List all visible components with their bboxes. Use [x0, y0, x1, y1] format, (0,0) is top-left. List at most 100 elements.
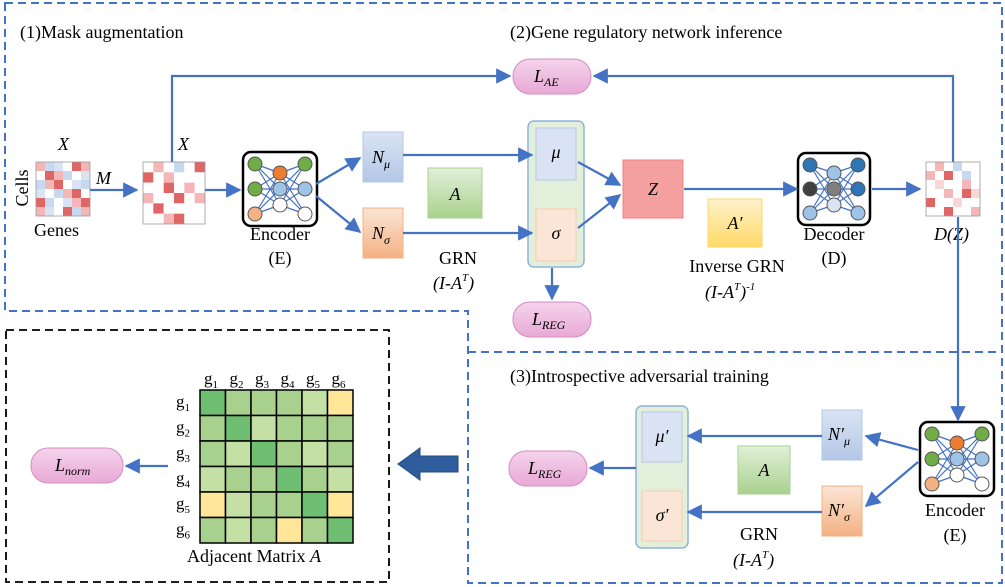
- heat-cell: [926, 171, 935, 180]
- dz-label: D(Z): [933, 224, 969, 245]
- heat-cell: [962, 171, 971, 180]
- matrix-cell: [250, 516, 278, 544]
- loss-reg-label: LREG: [531, 309, 566, 332]
- heat-cell: [184, 213, 195, 224]
- adv-n-mu-label: N′μ: [827, 424, 850, 448]
- heat-cell: [72, 189, 81, 198]
- section-border: [4, 2, 1003, 584]
- matrix-cell: [250, 491, 278, 519]
- heat-cell: [163, 193, 174, 204]
- heat-cell: [194, 162, 205, 173]
- heat-cell: [45, 162, 54, 171]
- arrow-enc-nmu: [315, 157, 362, 185]
- heat-cell: [63, 198, 72, 207]
- matrix-col-label: g1: [204, 369, 218, 391]
- heat-cell: [143, 162, 154, 173]
- heat-cell: [63, 180, 72, 189]
- matrix-cell: [301, 516, 329, 544]
- arrow-sigma-z: [577, 194, 622, 229]
- grn-label-line1: GRN: [439, 248, 477, 268]
- loss-norm-label: Lnorm: [54, 455, 91, 478]
- adv-encoder-label: Encoder: [925, 500, 985, 520]
- input-matrix: [35, 161, 91, 217]
- heat-cell: [36, 198, 45, 207]
- matrix-cell: [199, 465, 227, 493]
- decoder-abbr: (D): [822, 248, 847, 269]
- heat-cell: [143, 193, 154, 204]
- heat-cell: [194, 203, 205, 214]
- matrix-cell: [224, 516, 252, 544]
- heat-cell: [953, 171, 962, 180]
- heat-cell: [81, 162, 90, 171]
- matrix-cell: [301, 440, 329, 468]
- matrix-col-label: g4: [281, 369, 296, 391]
- heat-cell: [962, 198, 971, 207]
- heat-cell: [153, 182, 164, 193]
- heat-cell: [944, 162, 953, 171]
- heat-cell: [184, 193, 195, 204]
- network-node: [272, 165, 288, 181]
- a-prime-label: A′: [727, 213, 744, 233]
- heat-cell: [184, 162, 195, 173]
- matrix-panel: [5, 329, 390, 583]
- adv-mu-box: [641, 411, 683, 463]
- matrix-cell: [326, 440, 354, 468]
- matrix-cell: [275, 465, 303, 493]
- heat-cell: [184, 172, 195, 183]
- matrix-col-label: g5: [306, 369, 321, 391]
- matrix-cell: [301, 491, 329, 519]
- heat-cell: [926, 180, 935, 189]
- network-node: [850, 157, 866, 173]
- a-prime-box: [707, 198, 763, 248]
- heat-cell: [926, 198, 935, 207]
- matrix-cell: [250, 465, 278, 493]
- matrix-row-label: g5: [176, 494, 191, 516]
- heat-cell: [153, 162, 164, 173]
- heat-cell: [45, 180, 54, 189]
- adv-mu-label: μ′: [655, 426, 670, 446]
- encoder-abbr: (E): [269, 248, 292, 269]
- network-node: [924, 426, 940, 442]
- network-node: [297, 181, 313, 197]
- network-node: [247, 181, 263, 197]
- heat-cell: [81, 180, 90, 189]
- heat-cell: [174, 182, 185, 193]
- arrow-enc2-nmu: [864, 432, 919, 452]
- network-node: [949, 467, 965, 483]
- heat-border: [142, 161, 206, 225]
- loss-reg2-label: LREG: [527, 458, 562, 481]
- heat-cell: [174, 203, 185, 214]
- masked-matrix: [142, 161, 206, 225]
- a-label: A: [449, 184, 462, 204]
- network-node: [949, 435, 965, 451]
- heat-cell: [45, 189, 54, 198]
- genes-label: Genes: [34, 220, 79, 240]
- heat-cell: [163, 182, 174, 193]
- heat-cell: [163, 162, 174, 173]
- mu-label: μ: [550, 142, 560, 162]
- heat-cell: [143, 203, 154, 214]
- heat-cell: [45, 198, 54, 207]
- matrix-cell: [224, 389, 252, 417]
- adv-a-label: A: [758, 460, 771, 480]
- matrix-cell: [301, 465, 329, 493]
- network-node: [974, 451, 990, 467]
- heat-cell: [184, 182, 195, 193]
- heat-cell: [935, 162, 944, 171]
- matrix-cell: [224, 414, 252, 442]
- heat-cell: [953, 198, 962, 207]
- n-sigma-box: [362, 207, 404, 259]
- heat-cell: [45, 171, 54, 180]
- network-node: [974, 426, 990, 442]
- matrix-cell: [275, 440, 303, 468]
- heat-cell: [63, 189, 72, 198]
- matrix-cell: [326, 389, 354, 417]
- network-node: [826, 165, 842, 181]
- matrix-row-label: g1: [176, 392, 190, 414]
- heat-cell: [174, 193, 185, 204]
- heat-cell: [926, 207, 935, 216]
- network-node: [826, 181, 842, 197]
- heat-cell: [971, 171, 980, 180]
- z-box: [622, 159, 684, 219]
- network-node: [949, 451, 965, 467]
